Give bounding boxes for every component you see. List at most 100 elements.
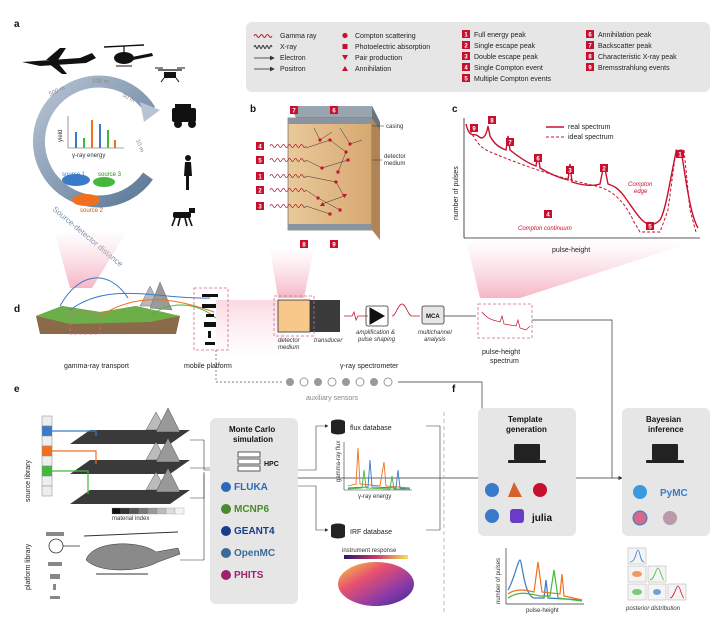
legend-label: X-ray [280,44,297,51]
robot-dog-icon [171,208,195,227]
peak-marker: 3 [566,166,574,174]
detector-medium-label: detector [278,338,301,344]
mc-title: Monte Carlo [229,425,275,434]
marker-number: 8 [588,54,592,60]
flux-database-icon [331,419,345,435]
legend-col-processes: Compton scattering Photoelectric absorpt… [342,32,430,73]
mc-code-label: MCNP6 [234,504,269,515]
real-spectrum-line [465,123,699,229]
peak-marker: 5 [646,222,654,230]
source-blob-1 [62,174,90,186]
peak-marker: 8 [488,116,496,124]
material-swatch [111,507,122,515]
legend-label: Annihilation [355,66,391,73]
mca-label: MCA [426,314,440,320]
peak-marker: 6 [330,106,338,114]
transducer-box [310,300,340,332]
laptop-icon [508,444,546,463]
panel-label-f: f [452,384,456,395]
code-logo-icon [221,482,231,492]
mca-desc: multichannel [418,330,452,336]
gear-icon [533,483,547,497]
code-logo-icon [221,548,231,558]
source-label: source 1 [62,172,86,178]
server-icon [237,451,261,472]
material-swatch [165,507,176,515]
material-swatch [120,507,131,515]
yield-label: yield [58,130,64,142]
material-swatch [138,507,149,515]
marker-number: 5 [648,224,652,230]
turing-icon [663,511,677,525]
gamma-ray-wave [269,174,307,178]
legend-number-badge: 1 [462,30,470,38]
amplification-label: amplification & [356,330,395,336]
flux-plot: gamma-ray flux γ-ray energy [336,441,412,500]
marker-number: 2 [602,166,606,172]
platform-library-icons [46,532,64,599]
source-label: source 2 [80,208,104,214]
triangle-up-icon [342,66,348,71]
marker-number: 3 [568,168,572,174]
marker-number: 1 [258,174,262,180]
marker-number: 9 [588,65,592,71]
monte-carlo-box [210,418,298,604]
legend-label: Single escape peak [474,43,536,50]
legend-label: Gamma ray [280,33,317,40]
marker-number: 3 [258,204,262,210]
legend-number-badge: 5 [462,74,470,82]
mini-spectrum: yield γ-ray energy [58,116,124,159]
template-title-2: generation [506,425,547,434]
zoom-funnel-b [270,248,314,298]
xray-wave-icon [253,45,273,49]
legend-number-badge: 9 [586,63,594,71]
marker-number: 5 [464,76,468,82]
legend-label: Backscatter peak [598,43,652,50]
irf-db-label: IRF database [350,529,392,536]
phs-zoom-box [477,303,533,339]
legend-label: Full energy peak [474,32,526,39]
source-library-strip [41,415,53,497]
transport-label: gamma-ray transport [64,363,129,370]
helicopter-model [83,531,181,575]
marker-number: 2 [258,188,262,194]
peak-marker: 3 [256,202,264,210]
template-plot: number of pulses pulse-height [496,548,584,614]
phs-label: pulse-height [482,349,520,356]
platform-label: mobile platform [184,363,232,370]
hpc-label: HPC [264,461,279,468]
code-logo-icon [221,526,231,536]
legend-label: Positron [280,66,306,73]
legend-label: Photoelectric absorption [355,44,430,51]
energy-label: γ-ray energy [72,153,105,159]
legend-number-badge: 6 [586,30,594,38]
panel-d: gamma-ray transport mobile platform dete… [36,277,613,455]
detector-block [287,117,373,231]
transport-zoom-box [69,311,101,335]
gamma-ray-wave [269,144,307,148]
panel-label-b: b [250,104,256,115]
matlab-icon [508,482,522,497]
panel-label-e: e [14,384,20,395]
posterior-plot: posterior distribution [625,547,687,612]
peak-marker: 8 [300,240,308,248]
zoom-funnel-c [466,240,700,298]
laptop-icon [646,444,684,463]
circle-icon [342,32,348,39]
software-icons-template: julia [485,482,552,524]
template-title: Template [508,415,543,424]
vehicle-icon [172,104,196,128]
c-xlabel: pulse-height [552,247,590,254]
gamma-wave-icon [253,34,273,38]
panel-f: Template generation julia Bayesian infer… [478,408,710,614]
mc-code-label: OpenMC [234,548,275,559]
distance-label: 1 m [132,186,140,197]
marker-number: 9 [472,126,476,132]
template-xlabel: pulse-height [526,608,559,614]
compton-edge-label-2: edge [634,189,648,195]
mc-code-label: GEANT4 [234,526,275,537]
pymc-label: PyMC [660,488,688,499]
marker-number: 5 [258,158,262,164]
gamma-ray-wave [269,188,307,192]
